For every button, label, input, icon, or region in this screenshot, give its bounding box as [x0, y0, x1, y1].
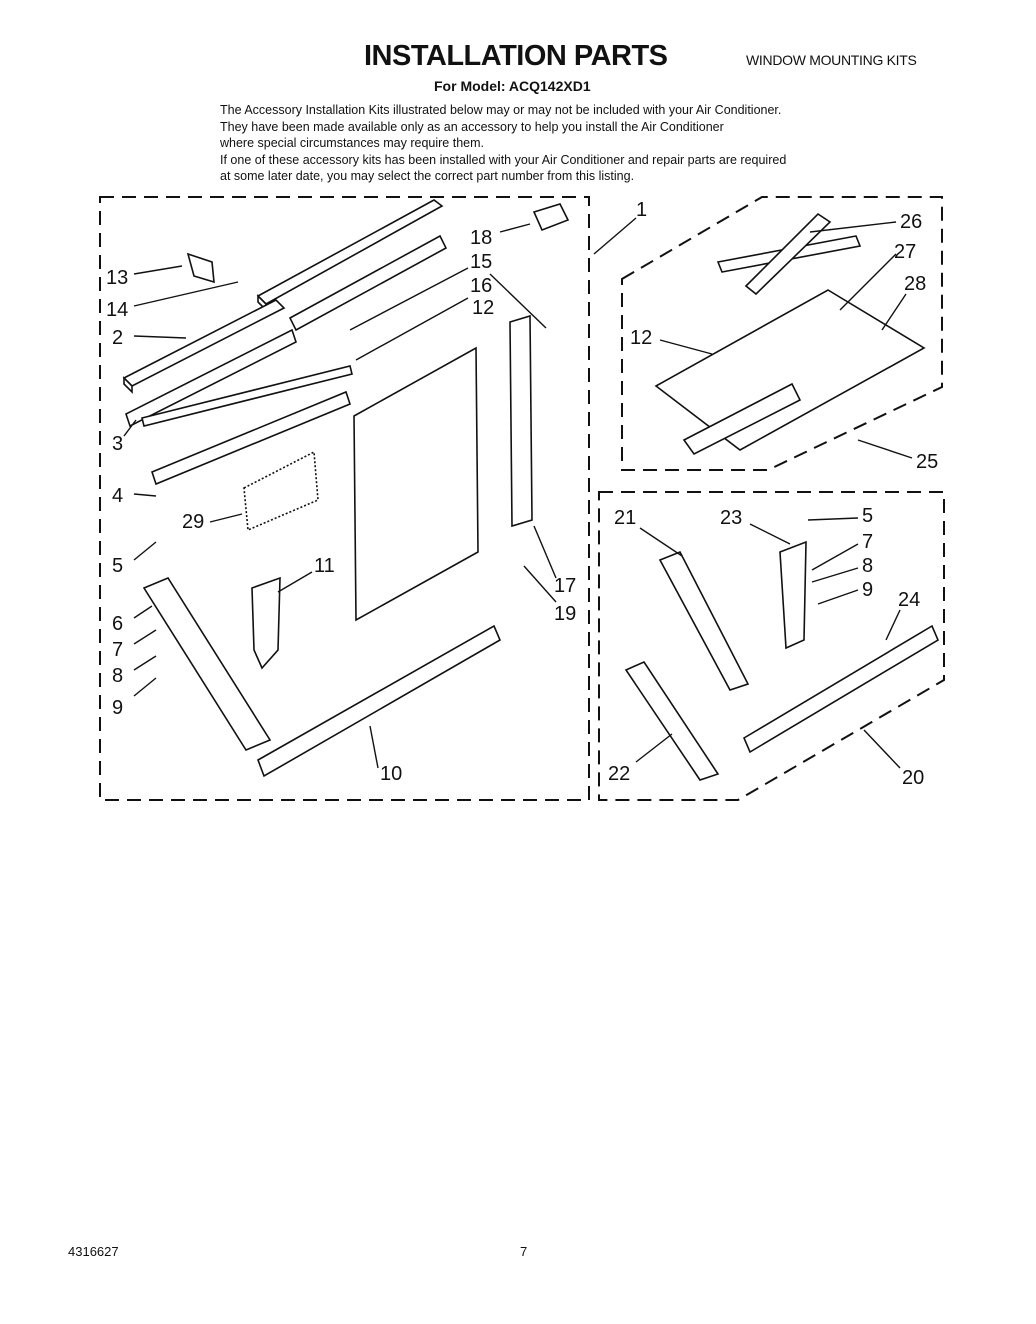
- panel-12-part: [353, 346, 479, 622]
- callout-26: 26: [900, 211, 922, 233]
- callout-28: 28: [904, 273, 926, 295]
- model-label: For Model: ACQ142XD1: [434, 78, 591, 94]
- intro-line: where special circumstances may require …: [220, 136, 484, 150]
- callout-15: 15: [470, 251, 492, 273]
- callout-23: 23: [720, 507, 742, 529]
- callout-20: 20: [902, 767, 924, 789]
- channel-part: [288, 234, 448, 332]
- intro-line: They have been made available only as an…: [220, 119, 724, 134]
- bar-24-part: [742, 624, 940, 754]
- base-plate-part: [654, 289, 926, 451]
- foam-29-part: [243, 450, 319, 532]
- callout-7-kit20: 7: [862, 531, 873, 553]
- section-title: WINDOW MOUNTING KITS: [746, 52, 917, 68]
- callout-22: 22: [608, 763, 630, 785]
- callout-16: 16: [470, 275, 492, 297]
- callout-8-kit20: 8: [862, 555, 873, 577]
- bar-10-part: [257, 624, 502, 778]
- callout-24: 24: [898, 589, 920, 611]
- main-kit-boundary: [99, 196, 590, 801]
- loop-26-part: [744, 212, 832, 296]
- callout-11: 11: [314, 555, 335, 577]
- callout-21: 21: [614, 507, 636, 529]
- callout-27: 27: [894, 241, 916, 263]
- bracket-13-part: [186, 252, 215, 284]
- callout-7: 7: [112, 639, 123, 661]
- arm-6-part: [142, 577, 272, 751]
- intro-line: If one of these accessory kits has been …: [220, 152, 787, 167]
- callout-14: 14: [106, 299, 128, 321]
- intro-line: The Accessory Installation Kits illustra…: [220, 103, 782, 117]
- rail-2-part-end: [123, 376, 133, 394]
- page-title: INSTALLATION PARTS: [364, 40, 668, 72]
- intro-line: at some later date, you may select the c…: [220, 169, 635, 183]
- channel-3-part: [125, 328, 297, 428]
- callout-3: 3: [112, 433, 123, 455]
- bracket-23-part: [779, 540, 807, 650]
- callout-2: 2: [112, 327, 123, 349]
- post-17-part: [509, 314, 533, 528]
- document-number: 4316627: [68, 1244, 119, 1259]
- foam-18-part: [532, 203, 570, 232]
- callout-1: 1: [636, 199, 647, 221]
- callout-18: 18: [470, 227, 492, 249]
- callout-9-kit20: 9: [862, 579, 873, 601]
- callout-9: 9: [112, 697, 123, 719]
- arm-21-part: [658, 550, 750, 691]
- callout-13: 13: [106, 267, 128, 289]
- callout-4: 4: [112, 485, 123, 507]
- callout-17: 17: [554, 575, 576, 597]
- page-number: 7: [520, 1244, 528, 1259]
- arm-22-part: [624, 660, 720, 781]
- kit-25-boundary: [621, 196, 943, 471]
- intro-text: The Accessory Installation Kits illustra…: [220, 102, 920, 185]
- rail-2-part: [122, 299, 286, 387]
- bracket-11-part: [251, 576, 281, 670]
- rail-4-part: [151, 390, 351, 486]
- callout-5-kit20: 5: [862, 505, 873, 527]
- callout-12: 12: [472, 297, 494, 319]
- callout-10: 10: [380, 763, 402, 785]
- channel-25-part: [682, 382, 802, 456]
- callout-25: 25: [916, 451, 938, 473]
- callout-19: 19: [554, 603, 576, 625]
- callout-8: 8: [112, 665, 123, 687]
- kit-20-boundary: [598, 491, 945, 801]
- strip-16-part: [141, 365, 353, 427]
- callout-5: 5: [112, 555, 123, 577]
- callout-12-kit25: 12: [630, 327, 652, 349]
- callout-6: 6: [112, 613, 123, 635]
- callout-29: 29: [182, 511, 204, 533]
